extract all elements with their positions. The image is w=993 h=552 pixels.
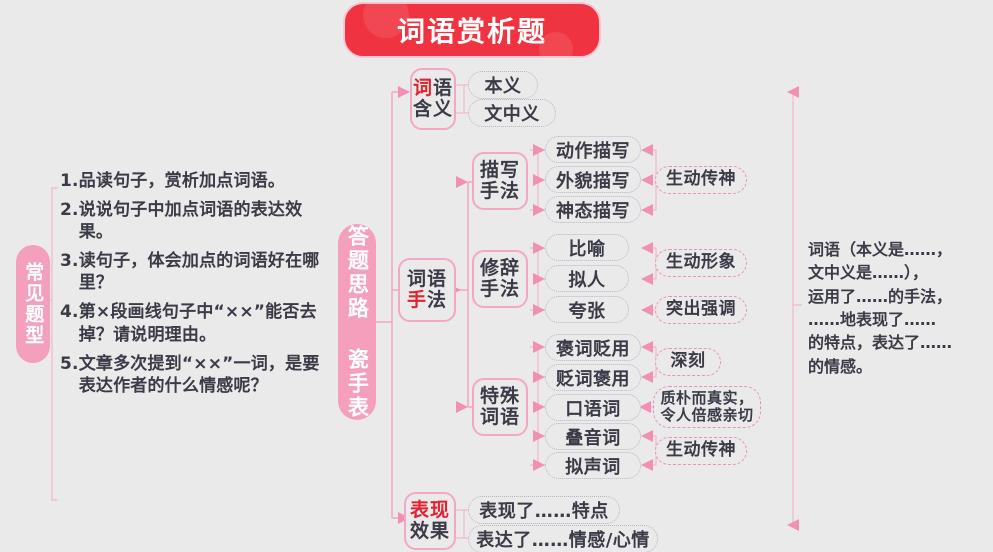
node-line-2: 手法 <box>406 289 448 311</box>
list-item: 3. 读句子，体会加点的词语好在哪里？ <box>60 250 325 294</box>
leaf-expression-description[interactable]: 神态描写 <box>545 196 641 223</box>
question-number: 1. <box>60 171 79 191</box>
leaf-colloquial-word[interactable]: 口语词 <box>545 394 641 421</box>
question-number: 5. <box>60 353 79 374</box>
question-number: 3. <box>60 251 79 272</box>
node-line-1: 描写 <box>479 158 520 181</box>
leaf-metaphor[interactable]: 比喻 <box>545 234 629 261</box>
node-line-2: 手法 <box>479 180 520 202</box>
node-word-meaning[interactable]: 词语 含义 <box>410 68 456 130</box>
leaf-onomatopoeia[interactable]: 拟声词 <box>545 452 641 479</box>
summary-line: 文中义是……）， <box>808 263 929 283</box>
effect-vivid-image[interactable]: 生动形象 <box>655 249 747 277</box>
question-text: 品读句子，赏析加点词语。 <box>78 171 286 191</box>
node-line-2: 含义 <box>412 98 453 120</box>
list-item: 5. 文章多次提到“××”一词，是要表达作者的什么情感呢？ <box>60 353 325 397</box>
leaf-contextual-meaning[interactable]: 文中义 <box>468 99 556 127</box>
node-expressive-effect[interactable]: 表现 效果 <box>404 492 456 550</box>
leaf-action-description[interactable]: 动作描写 <box>545 136 641 163</box>
node-line-2: 效果 <box>409 520 450 542</box>
summary-line: 运用了……的手法， <box>808 286 953 306</box>
page-title-text: 词语赏析题 <box>396 15 547 48</box>
leaf-expresses-emotion[interactable]: 表达了……情感/心情 <box>468 525 658 552</box>
summary-line: 的特点，表达了…… <box>808 333 953 353</box>
question-text: 第×段画线句子中“××”能否去掉？请说明理由。 <box>78 302 317 345</box>
leaf-reduplicated-word[interactable]: 叠音词 <box>545 423 641 450</box>
node-description-technique[interactable]: 描写 手法 <box>472 152 528 210</box>
page-title: 词语赏析题 <box>343 2 601 58</box>
question-list: 1. 品读句子，赏析加点词语。 2. 说说句子中加点词语的表达效果。 3. 读句… <box>60 170 325 404</box>
effect-vivid-description-2[interactable]: 生动传神 <box>655 437 747 465</box>
question-text: 说说句子中加点词语的表达效果。 <box>78 200 303 243</box>
effect-emphasis[interactable]: 突出强调 <box>655 296 747 324</box>
node-line-1: 表现 <box>409 498 450 521</box>
answer-approach-label: 答题思路 瓷手表 <box>338 224 376 420</box>
node-line-2: 手法 <box>479 278 520 300</box>
effect-vivid-description[interactable]: 生动传神 <box>655 166 747 194</box>
node-line-2: 词语 <box>479 406 520 428</box>
node-line-1: 特殊 <box>479 384 520 407</box>
node-line-1: 修辞 <box>479 256 520 279</box>
leaf-exaggeration[interactable]: 夸张 <box>545 296 629 323</box>
summary-line: 词语（本义是……， <box>808 240 953 259</box>
summary-line: 的情感。 <box>808 356 873 376</box>
common-question-types-label: 常见题型 <box>16 245 50 363</box>
leaf-shows-feature[interactable]: 表现了……特点 <box>468 496 620 524</box>
question-number: 2. <box>60 200 79 221</box>
question-text: 文章多次提到“××”一词，是要表达作者的什么情感呢？ <box>78 353 320 396</box>
node-word-technique[interactable]: 词语 手法 <box>398 258 456 322</box>
leaf-original-meaning[interactable]: 本义 <box>468 71 538 99</box>
question-number: 4. <box>60 302 79 323</box>
summary-line: ……地表现了…… <box>808 310 937 330</box>
leaf-personification[interactable]: 拟人 <box>545 265 629 292</box>
leaf-derogatory-as-praise[interactable]: 贬词褒用 <box>545 364 641 391</box>
answer-template-summary: 词语（本义是……， 文中义是……）， 运用了……的手法， ……地表现了…… 的特… <box>808 238 988 378</box>
leaf-appearance-description[interactable]: 外貌描写 <box>545 166 641 193</box>
list-item: 2. 说说句子中加点词语的表达效果。 <box>60 199 325 243</box>
list-item: 4. 第×段画线句子中“××”能否去掉？请说明理由。 <box>60 301 325 345</box>
node-line-1: 词语 <box>412 76 454 99</box>
effect-profound[interactable]: 深刻 <box>655 348 721 376</box>
node-special-words[interactable]: 特殊 词语 <box>472 378 528 436</box>
effect-plain-and-real[interactable]: 质朴而真实， 令人倍感亲切 <box>653 386 761 428</box>
list-item: 1. 品读句子，赏析加点词语。 <box>60 170 325 192</box>
question-text: 读句子，体会加点的词语好在哪里？ <box>78 251 320 294</box>
leaf-praise-as-derogatory[interactable]: 褒词贬用 <box>545 334 641 361</box>
node-line-1: 词语 <box>406 267 447 290</box>
node-rhetoric-technique[interactable]: 修辞 手法 <box>472 250 528 308</box>
